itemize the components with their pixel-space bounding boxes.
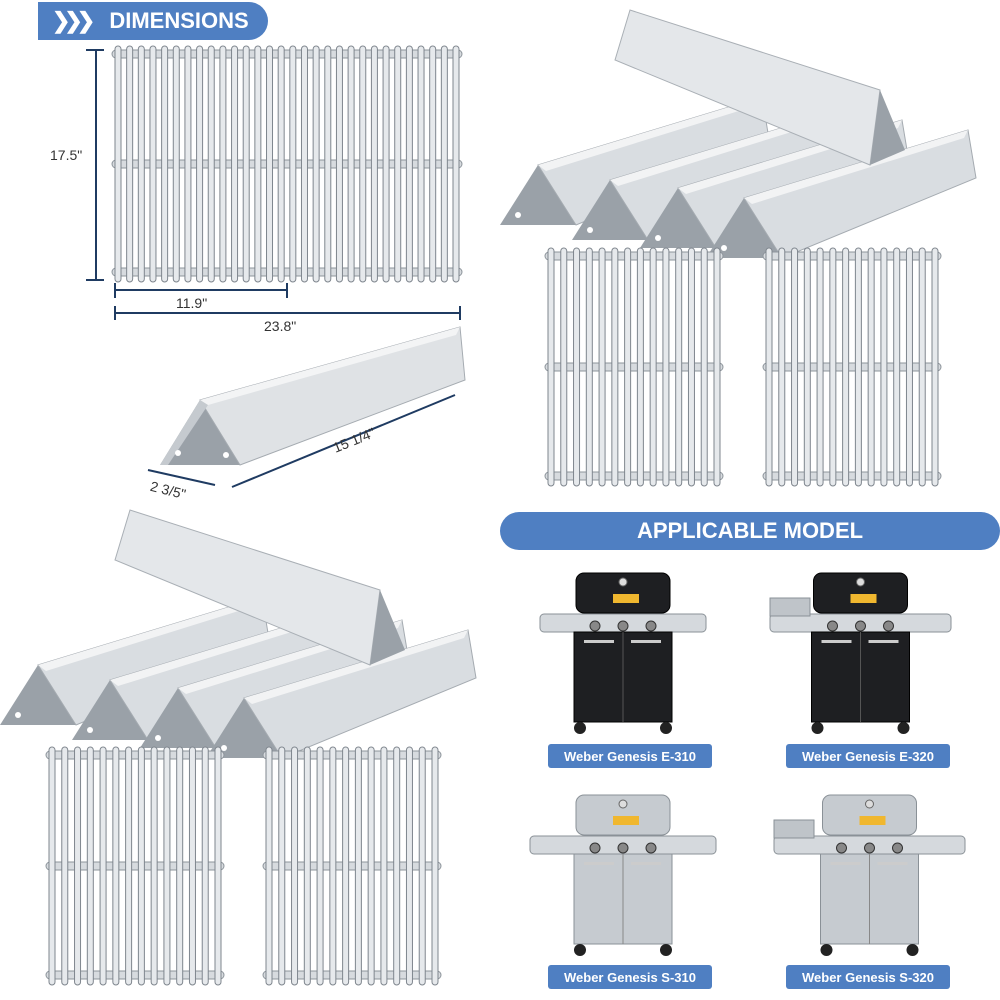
model-label-e320: Weber Genesis E-320 [786, 744, 950, 768]
dimensions-banner: ❯❯❯ DIMENSIONS [38, 2, 268, 40]
flavorizer-bars-left [0, 509, 477, 759]
applicable-model-title: APPLICABLE MODEL [636, 518, 864, 543]
model-label-e310: Weber Genesis E-310 [548, 744, 712, 768]
flavorizer-bar-single [160, 326, 466, 466]
grate-main [111, 45, 463, 283]
chevrons-right-icon: ❯❯❯ [52, 8, 95, 33]
grill-e320 [769, 572, 952, 734]
grill-e310 [539, 572, 707, 734]
grill-s310 [529, 794, 717, 956]
grill-s320 [773, 794, 966, 956]
model-label-s320: Weber Genesis S-320 [786, 965, 950, 989]
grate-left-1 [45, 746, 225, 986]
grate-right-2 [762, 247, 942, 487]
grate-left-2 [262, 746, 442, 986]
height-dim-label: 17.5" [50, 147, 83, 163]
model-label-s310: Weber Genesis S-310 [548, 965, 712, 989]
flavorizer-bars-top-right [500, 9, 977, 259]
half-width-dim-label: 11.9" [176, 295, 208, 311]
applicable-model-banner: APPLICABLE MODEL [500, 512, 1000, 550]
dim-lines [86, 49, 461, 488]
width-dim-label: 23.8" [264, 318, 297, 334]
grate-right-1 [544, 247, 724, 487]
dimensions-title: DIMENSIONS [109, 8, 249, 33]
